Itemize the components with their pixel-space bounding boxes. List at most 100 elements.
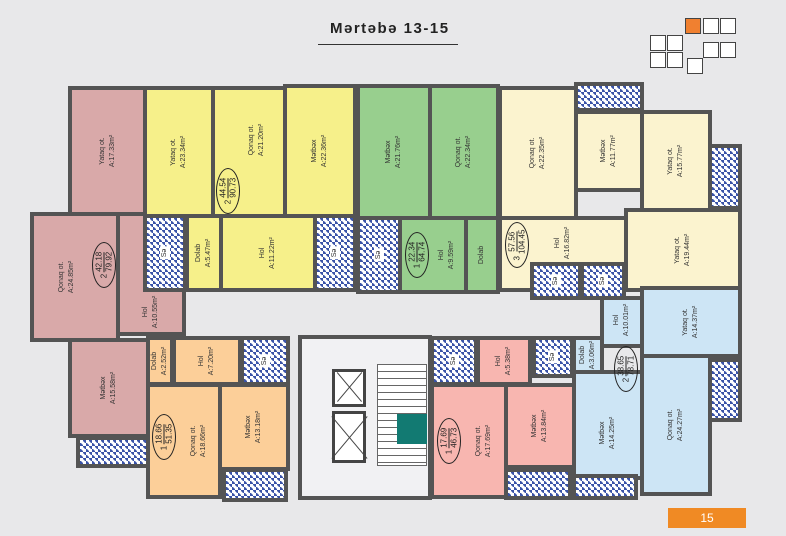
room-label: Yataq ot.A:17.33m² xyxy=(98,135,118,167)
label-text: A:19.44m² xyxy=(684,233,691,267)
room-label: Sə xyxy=(449,354,459,368)
room-label: Qonaq ot.A:24.85m² xyxy=(57,261,77,293)
label-text: Hol xyxy=(198,355,205,367)
room-label: Qonaq ot.A:22.34m² xyxy=(454,136,474,168)
label-text: A:23.34m² xyxy=(180,135,187,169)
building-key-map xyxy=(650,18,750,88)
room-bedroom: Yataq ot.A:19.44m² xyxy=(624,208,742,292)
label-text: 44.54 xyxy=(218,177,229,198)
key-cell xyxy=(703,18,719,34)
label-text: 42.18 xyxy=(94,251,105,272)
label-text: 1 xyxy=(412,263,422,269)
label-text: 2 xyxy=(223,199,233,205)
balcony xyxy=(708,144,742,210)
label-text: 18.66 xyxy=(154,423,165,444)
label-text: Yataq ot. xyxy=(170,138,177,166)
elevator-icon xyxy=(332,411,366,463)
label-text: Qonaq ot. xyxy=(248,124,256,155)
room-label: Sə xyxy=(551,274,561,288)
label-text: Hol xyxy=(142,307,149,318)
label-text: A:22.35m² xyxy=(539,136,546,170)
room-label: Sə xyxy=(598,274,608,288)
label-text: 17.69 xyxy=(439,427,450,448)
title-underline xyxy=(318,44,458,45)
label-text: A:3.06m² xyxy=(589,340,596,370)
label-text: 57.56 xyxy=(507,231,518,252)
room-bedroom: Yataq ot.A:15.77m² xyxy=(640,110,712,212)
label-text: Mətbəx xyxy=(311,139,318,163)
label-text: Dolab xyxy=(195,243,202,263)
label-text: Mətbəx xyxy=(600,139,607,163)
key-cell xyxy=(667,52,683,68)
bathroom: Sə xyxy=(143,214,187,292)
balcony xyxy=(708,358,742,422)
room-bedroom: Yataq ot.A:14.37m² xyxy=(640,286,742,358)
label-text: A:17.69m² xyxy=(485,424,493,458)
room-label: Sə xyxy=(330,246,340,260)
label-text: A:18.66m² xyxy=(199,424,207,458)
key-cell xyxy=(720,42,736,58)
key-cell xyxy=(650,52,666,68)
label-text: A:22.34m² xyxy=(465,135,472,169)
room-label: Yataq ot.A:14.37m² xyxy=(681,306,701,338)
bathroom: Sə xyxy=(240,336,290,386)
room-label: Qonaq ot.A:18.66m² xyxy=(189,425,209,457)
key-cell xyxy=(720,18,736,34)
key-cell xyxy=(650,35,666,51)
room-bedroom: Yataq ot.A:23.34m² xyxy=(143,86,215,218)
label-text: A:24.27m² xyxy=(677,408,684,442)
label-text: Qonaq ot. xyxy=(667,409,674,441)
label-text: Mətbəx xyxy=(245,415,252,439)
room-label: Yataq ot.A:23.34m² xyxy=(169,136,189,168)
room-label: Dolab xyxy=(477,246,487,264)
label-text: Qonaq ot. xyxy=(57,261,65,293)
label-text: A:14.25m² xyxy=(609,417,616,450)
room-label: Sə xyxy=(548,350,558,364)
bathroom: Sə xyxy=(580,262,626,300)
label-text: A:5.38m² xyxy=(505,346,512,376)
label-text: Hol xyxy=(259,247,266,259)
room-label: Sə xyxy=(260,354,270,368)
page-number: 15 xyxy=(668,508,746,528)
balcony xyxy=(504,468,572,500)
label-text: A:22.36m² xyxy=(321,134,328,168)
label-text: Hol xyxy=(554,237,561,249)
label-text: Sə xyxy=(599,276,606,286)
label-text: A:17.33m² xyxy=(109,134,116,168)
bathroom: Sə xyxy=(532,336,574,378)
room-label: Sə xyxy=(160,246,170,260)
label-text: Dolab xyxy=(478,245,485,265)
room-closet: Dolab xyxy=(464,216,500,294)
room-label: Qonaq ot.A:17.69m² xyxy=(474,425,494,457)
key-cell xyxy=(667,35,683,51)
room-label: Qonaq ot.A:24.27m² xyxy=(666,409,686,441)
room-bedroom: Yataq ot.A:17.33m² xyxy=(68,86,148,216)
balcony xyxy=(76,436,150,468)
label-text: Qonaq ot. xyxy=(475,425,483,457)
stair-landing xyxy=(397,414,427,444)
bathroom: Sə xyxy=(356,216,402,294)
